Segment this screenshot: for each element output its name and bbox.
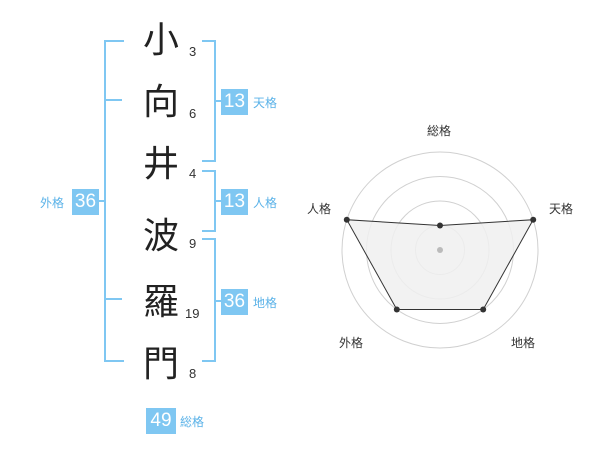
radar-axis-label-chikaku: 地格: [511, 336, 536, 350]
name-char-4: 波: [142, 216, 179, 257]
name-char-1: 小: [142, 20, 179, 61]
tenkaku-connector: [214, 100, 222, 102]
radar-axis-label-jinkaku: 人格: [307, 202, 332, 216]
tenkaku-badge: 13: [221, 89, 248, 115]
radar-ring: [341, 151, 539, 349]
radar-axis-label-tenkaku: 天格: [549, 202, 574, 216]
gaikaku-label: 外格: [40, 196, 65, 210]
soukaku-label: 総格: [180, 415, 205, 429]
radar-axis-label-gaikaku: 外格: [339, 336, 364, 350]
name-char-6: 門: [142, 344, 179, 385]
gaikaku-badge: 36: [72, 189, 99, 215]
stroke-count-3: 4: [189, 166, 197, 181]
stroke-count-6: 8: [189, 366, 197, 381]
jinkaku-connector: [214, 200, 222, 202]
chikaku-label: 地格: [253, 296, 278, 310]
soukaku-badge: 49: [146, 408, 176, 434]
name-char-3: 井: [142, 144, 179, 185]
radar-point-2: [530, 216, 537, 223]
jinkaku-badge: 13: [221, 189, 248, 215]
radar-point-3: [480, 306, 487, 313]
stroke-count-4: 9: [189, 236, 197, 251]
gaikaku-connector: [98, 200, 106, 202]
radar-axis-label-soukaku: 総格: [427, 124, 452, 138]
tenkaku-label: 天格: [253, 96, 278, 110]
chikaku-badge: 36: [221, 289, 248, 315]
stroke-count-1: 3: [189, 44, 197, 59]
radar-point-1: [437, 222, 443, 229]
name-char-2: 向: [142, 82, 179, 123]
jinkaku-label: 人格: [253, 196, 278, 210]
radar-center-point: [437, 247, 443, 253]
name-char-5: 羅: [142, 282, 179, 323]
stroke-count-5: 19: [185, 306, 200, 321]
radar-point-4: [393, 306, 400, 313]
radar-polygon: [345, 219, 535, 310]
stroke-count-2: 6: [189, 106, 197, 121]
gaikaku-bracket-tick: [104, 298, 122, 300]
radar-point-5: [343, 216, 350, 223]
gaikaku-bracket-tick: [104, 99, 122, 101]
chikaku-connector: [214, 300, 222, 302]
